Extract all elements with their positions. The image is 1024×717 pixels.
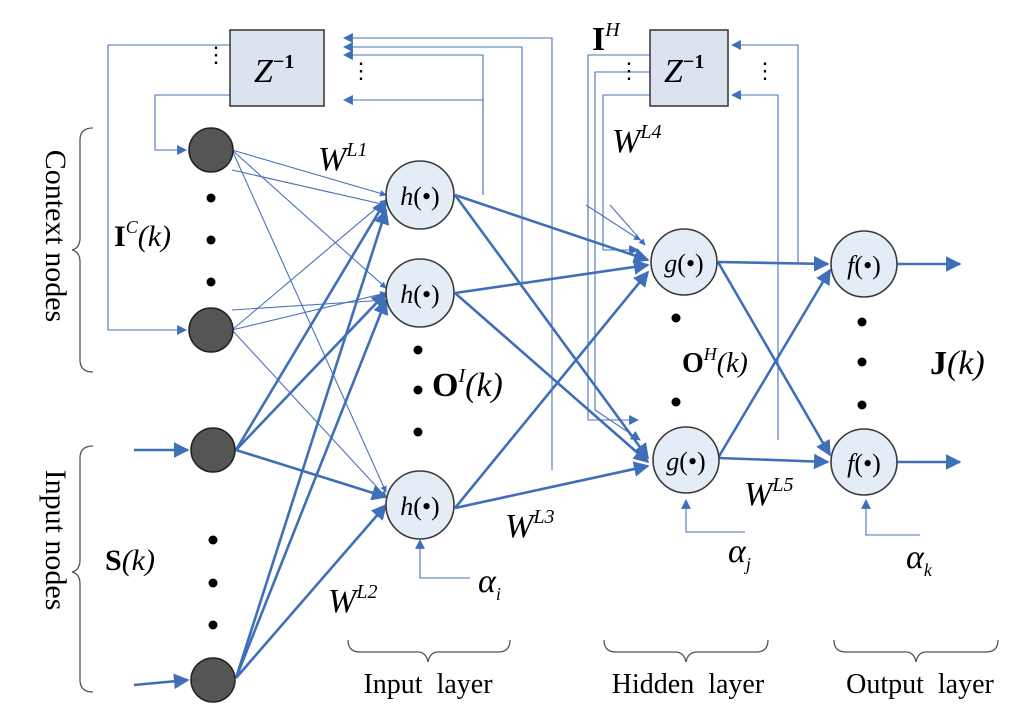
input-to-hidden-connections bbox=[453, 193, 650, 510]
context-node bbox=[188, 127, 234, 173]
hidden-layer-label: Hidden layer bbox=[612, 669, 765, 700]
input-layer-label: Input layer bbox=[363, 669, 493, 700]
input-node bbox=[190, 657, 236, 703]
context-delay-box: Z−1 ⋮ ⋮ bbox=[205, 29, 372, 107]
delay-label: Z bbox=[254, 53, 274, 90]
context-feedback-lines bbox=[107, 33, 553, 470]
svg-text:Z−1: Z−1 bbox=[254, 51, 294, 90]
svg-text:g(•): g(•) bbox=[666, 447, 705, 476]
weight-label-L4: WL4 bbox=[612, 121, 661, 160]
bias-label-hidden: αj bbox=[728, 533, 751, 574]
output-layer-nodes: f(•) f(•) bbox=[830, 230, 898, 496]
side-braces bbox=[71, 127, 94, 693]
layer-braces bbox=[347, 639, 999, 663]
network-output-label: J(k) bbox=[930, 345, 985, 382]
input-nodes bbox=[190, 427, 236, 703]
hidden-layer-node: g(•) bbox=[652, 426, 720, 494]
svg-text:h(•): h(•) bbox=[400, 492, 439, 521]
output-layer-label: Output layer bbox=[846, 669, 994, 700]
input-layer-nodes: h(•) h(•) h(•) bbox=[385, 160, 455, 540]
external-input-label: S(k) bbox=[105, 544, 155, 577]
context-nodes bbox=[188, 127, 234, 353]
signal-labels: IC(k) S(k) OI(k) IH OH(k) J(k) bbox=[105, 19, 985, 577]
svg-text:Z−1: Z−1 bbox=[664, 51, 704, 90]
input-layer-node: h(•) bbox=[385, 258, 455, 328]
svg-text:h(•): h(•) bbox=[400, 280, 439, 309]
hidden-delay-box: Z−1 ⋮ ⋮ bbox=[618, 29, 776, 107]
svg-text:⋮: ⋮ bbox=[618, 58, 640, 83]
weight-label-L3: WL3 bbox=[505, 506, 554, 545]
context-to-input-connections bbox=[231, 149, 387, 498]
input-layer-node: h(•) bbox=[385, 470, 455, 540]
hidden-to-output-connections bbox=[716, 255, 962, 470]
weight-label-L5: WL5 bbox=[744, 474, 793, 513]
input-nodes-label: Input nodes bbox=[39, 470, 72, 611]
context-input-label: IC(k) bbox=[114, 217, 171, 253]
weight-labels: WL1 WL2 WL3 WL4 WL5 bbox=[318, 121, 793, 620]
context-nodes-label: Context nodes bbox=[39, 150, 72, 323]
bias-arrows bbox=[415, 499, 920, 579]
hidden-output-label: OH(k) bbox=[682, 344, 748, 379]
context-node bbox=[188, 307, 234, 353]
input-layer-node: h(•) bbox=[385, 160, 455, 230]
hidden-layer-node: g(•) bbox=[650, 228, 718, 296]
hidden-feedback-label: IH bbox=[592, 19, 621, 58]
delay-label: Z bbox=[664, 53, 684, 90]
bias-label-input: αi bbox=[478, 563, 501, 604]
svg-text:g(•): g(•) bbox=[664, 249, 703, 278]
input-layer-output-label: OI(k) bbox=[432, 365, 503, 404]
output-layer-node: f(•) bbox=[830, 230, 898, 298]
svg-text:f(•): f(•) bbox=[847, 449, 881, 478]
svg-text:⋮: ⋮ bbox=[754, 58, 776, 83]
svg-text:f(•): f(•) bbox=[847, 251, 881, 280]
weight-label-L2: WL2 bbox=[328, 581, 377, 620]
svg-text:⋮: ⋮ bbox=[350, 58, 372, 83]
svg-text:⋮: ⋮ bbox=[205, 42, 227, 67]
weight-label-L1: WL1 bbox=[318, 139, 367, 178]
input-to-input-layer-connections bbox=[133, 198, 390, 690]
bias-label-output: αk bbox=[906, 539, 933, 580]
input-node bbox=[190, 427, 236, 473]
bias-labels: αi αj αk bbox=[478, 533, 933, 604]
output-layer-node: f(•) bbox=[830, 428, 898, 496]
hidden-layer-nodes: g(•) g(•) bbox=[650, 228, 720, 494]
svg-text:h(•): h(•) bbox=[400, 182, 439, 211]
